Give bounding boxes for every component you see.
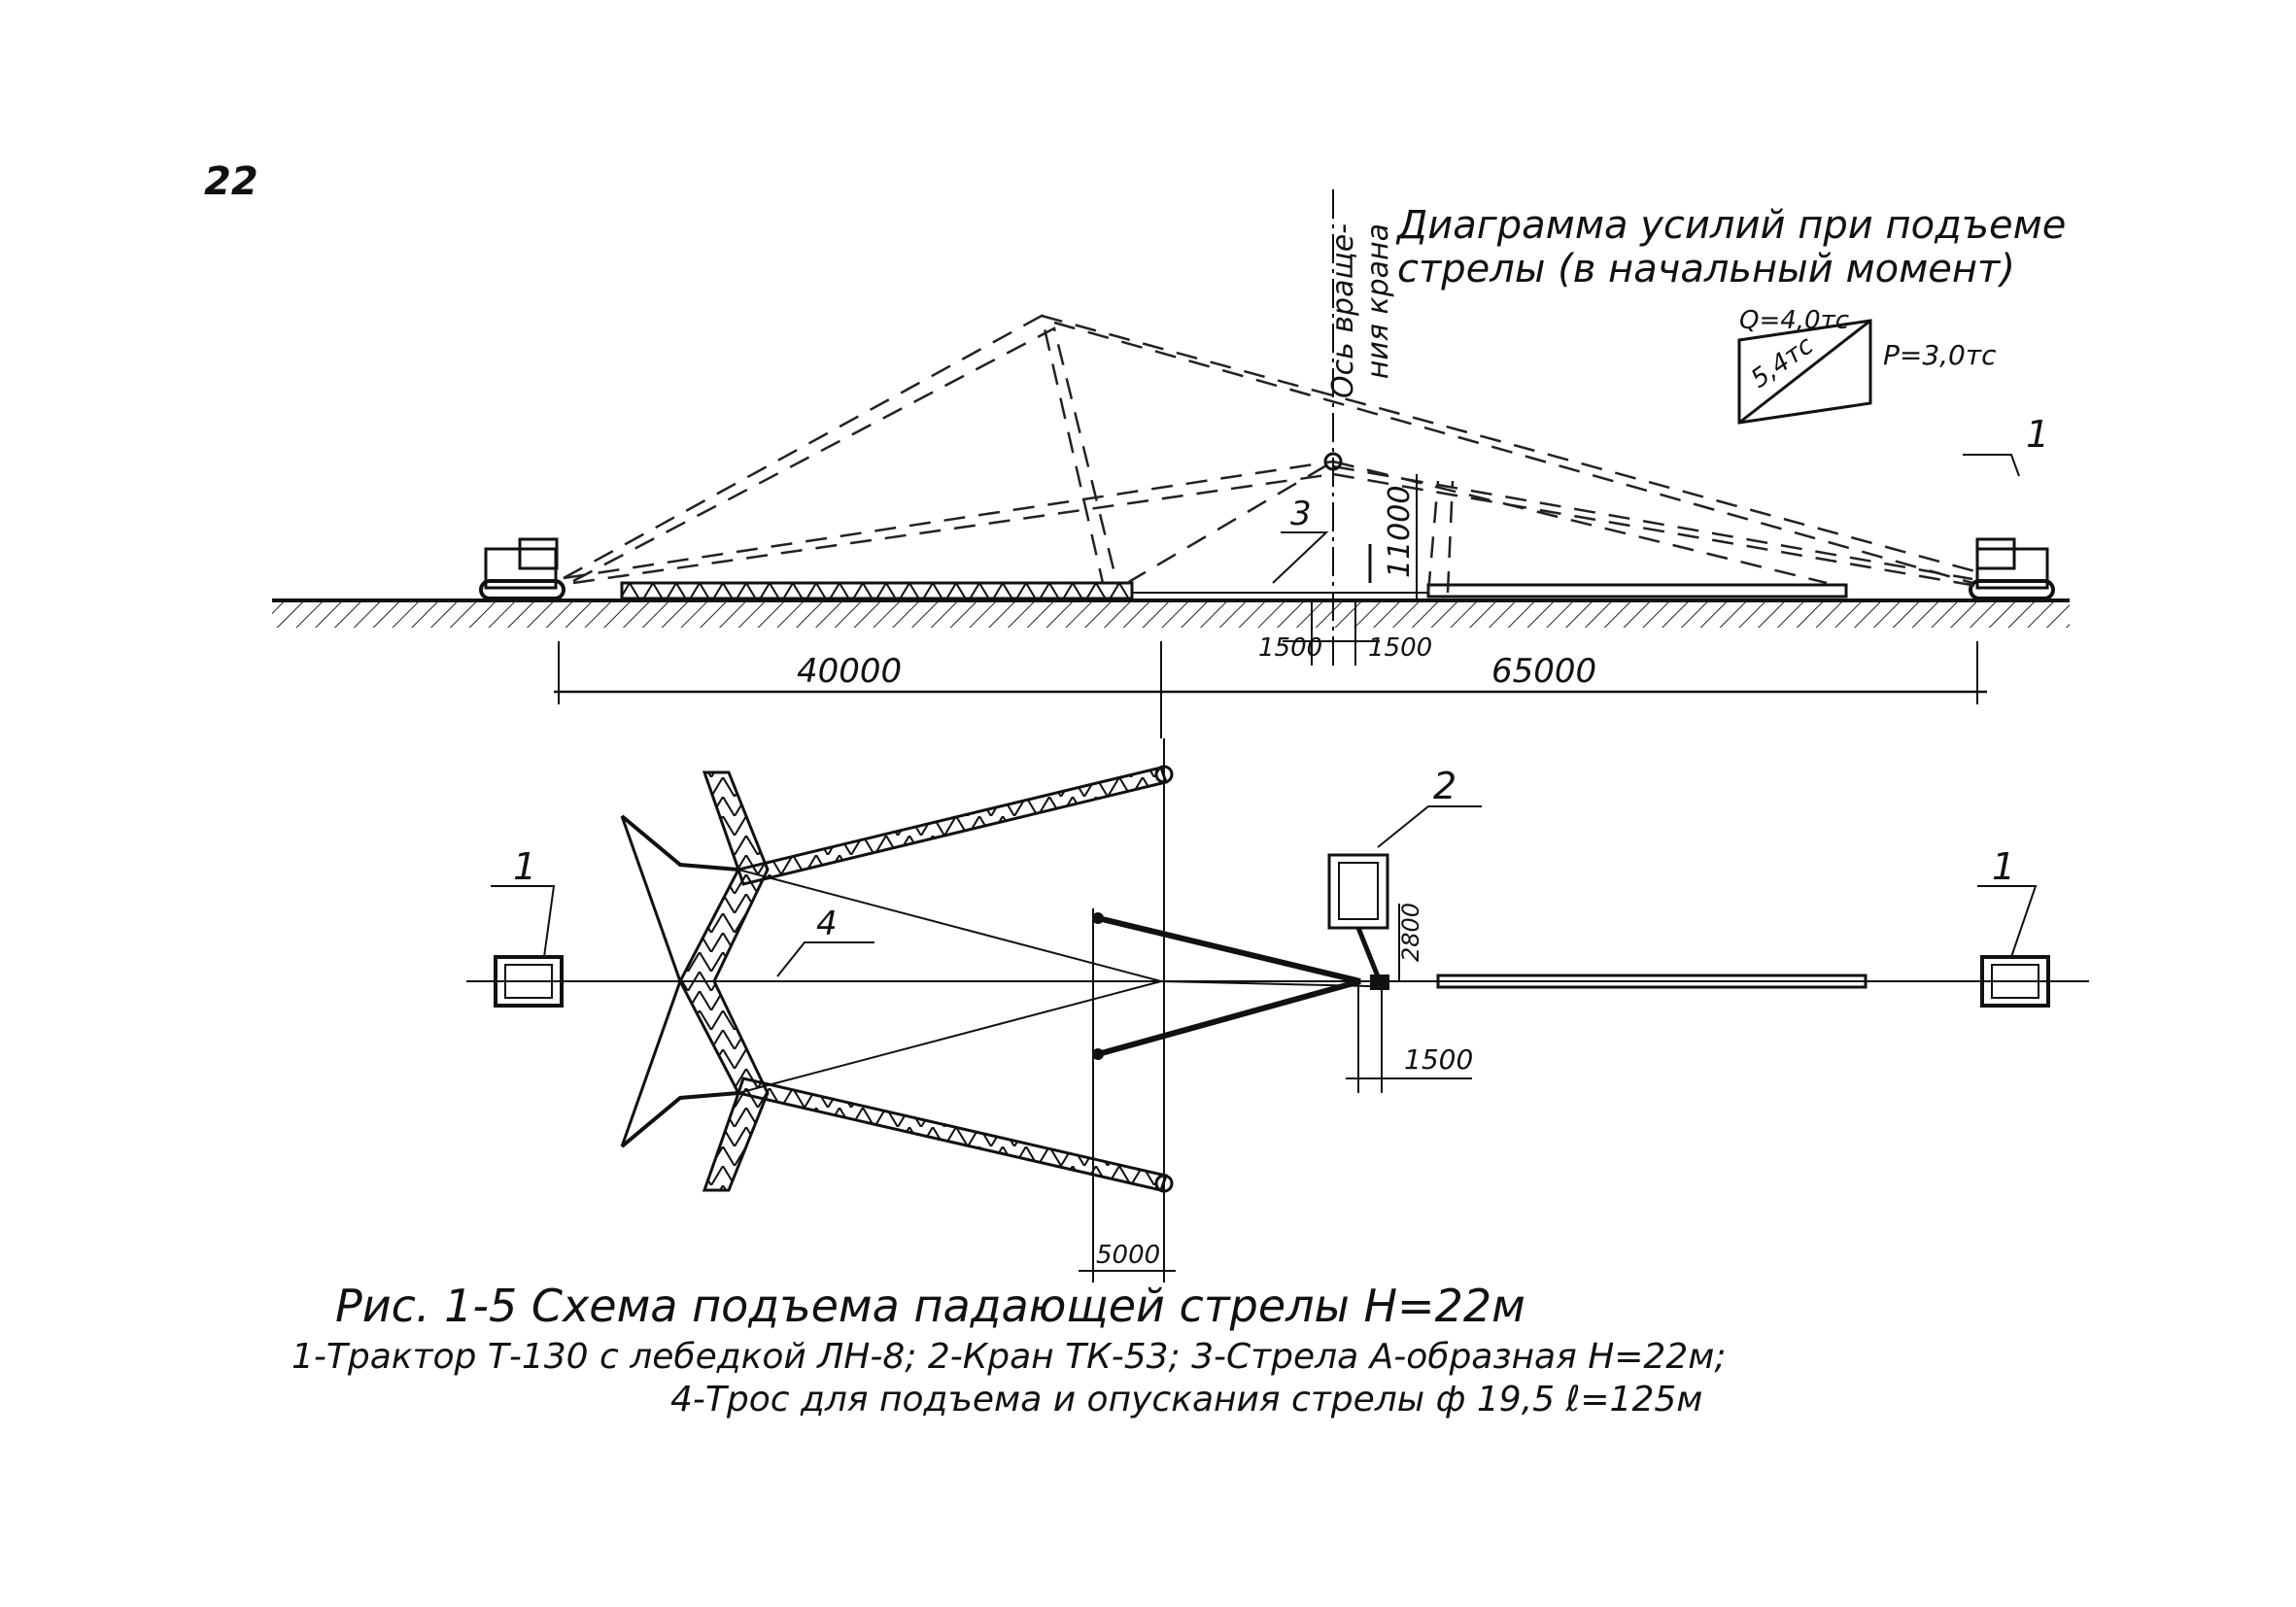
- plan-dim-5000: 5000: [1096, 1241, 1160, 1270]
- strut-top: [1097, 915, 1361, 984]
- elevation-view: Ось враще- ния крана 3 11000 1500 1500 4…: [272, 189, 2070, 738]
- offset-dim-right: 1500: [1368, 633, 1432, 663]
- force-s-label: 5,4тс: [1746, 331, 1819, 394]
- force-resultant: [1738, 319, 1871, 425]
- tractor-left-plan: [494, 955, 564, 1008]
- offset-dim-left: 1500: [1258, 633, 1322, 663]
- legend-line2: 4-Трос для подъема и опускания стрелы ф …: [670, 1380, 1702, 1419]
- tractor-left-elevation: [479, 537, 565, 600]
- crane-plan: [1327, 853, 1389, 990]
- plan-dim-2800: 2800: [1397, 903, 1424, 962]
- marker-1-leader: [1963, 454, 2020, 477]
- span-dim-left: 40000: [797, 652, 902, 691]
- marker-3: 3: [1290, 495, 1312, 533]
- marker-1-plan-left: 1: [513, 845, 536, 888]
- force-diagram-title-line2: стрелы (в начальный момент): [1397, 247, 2015, 291]
- marker-2: 2: [1433, 765, 1456, 807]
- legend-line1: 1-Трактор Т-130 с лебедкой ЛН-8; 2-Кран …: [291, 1337, 1727, 1377]
- boom-cross-truss: [678, 770, 770, 1192]
- tractor-right-elevation: [1969, 537, 2055, 600]
- caption: Рис. 1-5 Схема подъема падающей стрелы Н…: [291, 1280, 1727, 1419]
- boom-plan-right: [1436, 974, 1868, 989]
- page-number: 22: [204, 159, 258, 204]
- plan-view: 2 1 1 4 2800 1500 5000: [466, 738, 2089, 1282]
- marker-2-leader: [1377, 805, 1482, 848]
- marker-3-leader: [1272, 531, 1329, 584]
- rotation-axis-label-line2: ния крана: [1361, 223, 1395, 379]
- figure-title: Рис. 1-5 Схема подъема падающей стрелы Н…: [335, 1280, 1525, 1332]
- force-diagram-title-line1: Диаграмма усилий при подъеме: [1395, 203, 2066, 248]
- boom-lowered-right: [1426, 583, 1848, 598]
- height-dim-value: 11000: [1383, 486, 1417, 578]
- marker-1-elevation: 1: [2026, 413, 2049, 456]
- plan-dim-1500: 1500: [1404, 1043, 1473, 1076]
- marker-4: 4: [816, 905, 838, 943]
- force-diagram: Диаграмма усилий при подъеме стрелы (в н…: [1395, 203, 2066, 425]
- boom-arm-bottom: [737, 1077, 1168, 1192]
- rotation-axis-pivot: [1323, 452, 1343, 471]
- boom-raising-positions: [563, 314, 1983, 594]
- force-parallelogram: [1737, 319, 1872, 425]
- boom-arm-top: [737, 766, 1168, 886]
- force-p-label: P=3,0тс: [1883, 339, 1997, 371]
- boom-lowered-left: [620, 581, 1134, 600]
- ground-hatching: [272, 602, 2070, 628]
- span-dim-right: 65000: [1491, 652, 1596, 691]
- force-q-label: Q=4,0тс: [1739, 306, 1849, 335]
- rotation-axis-label-line1: Ось враще-: [1326, 223, 1360, 398]
- cable-top: [737, 869, 1162, 982]
- cable-bottom: [737, 980, 1162, 1094]
- marker-1-plan-right: 1: [1992, 845, 2015, 888]
- strut-bottom: [1097, 978, 1361, 1057]
- tractor-right-plan: [1980, 955, 2050, 1008]
